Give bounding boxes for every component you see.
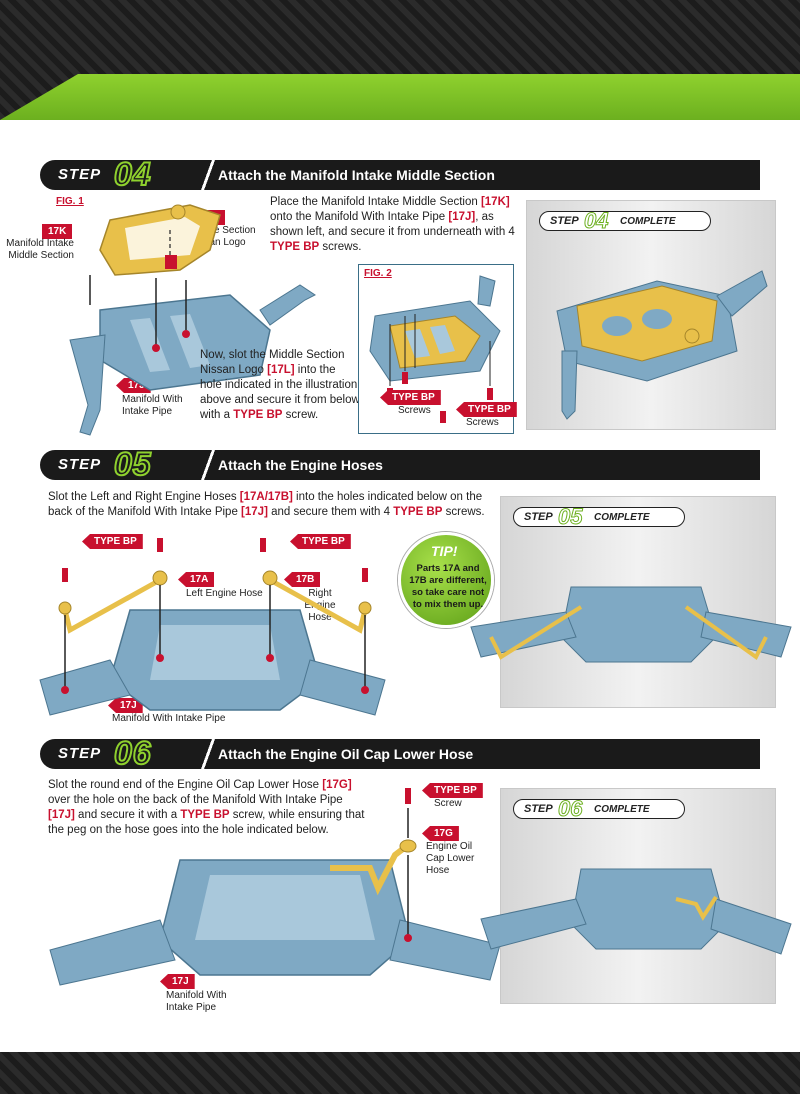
- tip-heading: TIP!: [431, 543, 458, 559]
- step-title: Attach the Manifold Intake Middle Sectio…: [218, 167, 495, 183]
- step-05-complete-panel: STEP 05 COMPLETE: [470, 496, 792, 708]
- label-17g: Engine Oil Cap Lower Hose: [426, 841, 475, 876]
- step-06-tag-17j: 17J: [160, 974, 195, 989]
- fig-2-screw-tag-1: TYPE BP: [380, 390, 441, 405]
- tip-badge: TIP! Parts 17A and 17B are different, so…: [398, 532, 494, 628]
- top-banner-green-stripe: [0, 74, 800, 120]
- complete-step-word: STEP: [550, 215, 579, 227]
- complete-step-word: STEP: [524, 803, 553, 815]
- tip-text: Parts 17A and 17B are different, so take…: [409, 563, 487, 610]
- step-06-complete-badge: STEP 06 COMPLETE: [513, 796, 685, 822]
- fig-2-label: FIG. 2: [364, 268, 392, 279]
- step-04-complete-panel: STEP 04 COMPLETE: [526, 200, 776, 430]
- fig-1-label: FIG. 1: [56, 196, 84, 207]
- step-06-header: STEP 06 Attach the Engine Oil Cap Lower …: [40, 734, 760, 772]
- complete-word: COMPLETE: [594, 804, 650, 815]
- step-06-diagram: [49, 788, 501, 986]
- step-number: 06: [113, 734, 152, 772]
- step-04-header: STEP 04 Attach the Manifold Intake Middl…: [40, 155, 760, 193]
- top-banner: [0, 0, 800, 120]
- label-17a: Left Engine Hose: [186, 588, 263, 599]
- step-05-tag-17j: 17J: [108, 698, 143, 713]
- step-04-paragraph-1: Place the Manifold Intake Middle Section…: [270, 196, 515, 253]
- bottom-banner: [0, 1052, 800, 1094]
- step-06-complete-model: [480, 868, 792, 955]
- tag-17g: 17G: [422, 826, 459, 841]
- step-06-complete-panel: STEP 06 COMPLETE: [480, 788, 792, 1004]
- complete-step-number: 04: [583, 208, 609, 234]
- label-17l: Middle Section Nissan Logo: [190, 225, 256, 248]
- step-05-diagram: [39, 538, 386, 716]
- label-17k: Manifold Intake Middle Section: [6, 238, 74, 261]
- step-05-complete-badge: STEP 05 COMPLETE: [513, 504, 685, 530]
- step-word: STEP: [58, 456, 102, 473]
- step-06-label-17j: Manifold With Intake Pipe: [166, 990, 227, 1013]
- step-title: Attach the Engine Hoses: [218, 457, 383, 473]
- step-05-complete-model: [470, 586, 792, 663]
- header-divider: [198, 450, 218, 480]
- step-title: Attach the Engine Oil Cap Lower Hose: [218, 746, 474, 762]
- complete-word: COMPLETE: [594, 512, 650, 523]
- step-05-screw-tag-right: TYPE BP: [290, 534, 351, 549]
- complete-step-word: STEP: [524, 511, 553, 523]
- step-06-screw-label: Screw: [434, 798, 462, 809]
- step-number: 05: [113, 445, 152, 483]
- complete-step-number: 06: [557, 796, 583, 822]
- tag-17a: 17A: [178, 572, 215, 587]
- complete-word: COMPLETE: [620, 216, 676, 227]
- label-17j: Manifold With Intake Pipe: [122, 394, 183, 417]
- step-word: STEP: [58, 166, 102, 183]
- fig-2-screw-label-2: Screws: [466, 417, 499, 428]
- step-number: 04: [113, 155, 152, 193]
- step-04-paragraph-2: Now, slot the Middle Section Nissan Logo…: [200, 349, 360, 421]
- complete-step-number: 05: [557, 504, 583, 530]
- tag-17b: 17B: [284, 572, 321, 587]
- tag-17k: 17K: [42, 224, 73, 239]
- header-divider: [198, 160, 218, 190]
- step-04-complete-badge: STEP 04 COMPLETE: [539, 208, 711, 234]
- fig-2-diagram: [369, 275, 501, 423]
- step-05-screw-tag-left: TYPE BP: [82, 534, 143, 549]
- step-word: STEP: [58, 745, 102, 762]
- step-05-header: STEP 05 Attach the Engine Hoses: [40, 445, 760, 483]
- fig-2-screw-label-1: Screws: [398, 405, 431, 416]
- step-04-diagram: [69, 204, 316, 436]
- header-divider: [198, 739, 218, 769]
- step-05-paragraph: Slot the Left and Right Engine Hoses [17…: [48, 491, 485, 518]
- step-05-label-17j: Manifold With Intake Pipe: [112, 713, 226, 724]
- step-04-complete-model: [556, 270, 768, 420]
- fig-2-screw-tag-2: TYPE BP: [456, 402, 517, 417]
- step-06-screw-tag: TYPE BP: [422, 783, 483, 798]
- step-06-paragraph: Slot the round end of the Engine Oil Cap…: [48, 779, 365, 836]
